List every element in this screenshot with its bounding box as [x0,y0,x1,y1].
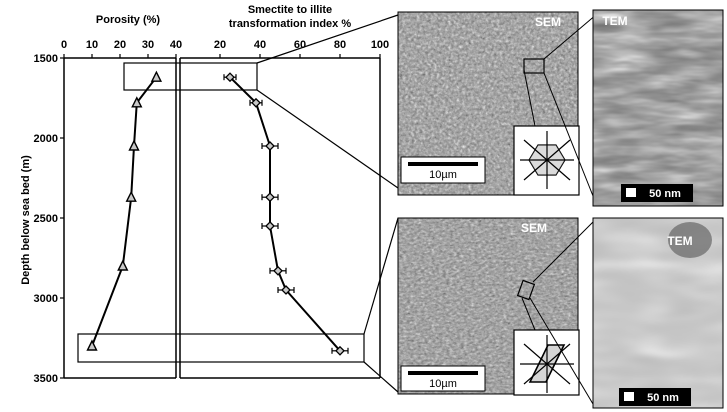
x-tick-label: 40 [254,39,266,51]
tem-bottom-scale-label: 50 nm [647,392,679,404]
top-leader-line-upper [256,14,399,64]
triangle-marker [128,139,140,151]
diamond-marker [265,192,275,203]
callouts [77,14,399,393]
sem-bottom-zoom-leader [521,297,536,331]
tem-bottom-scale-box [619,388,691,406]
porosity-series-line [91,76,158,347]
y-tick-label: 1500 [34,53,58,65]
tem-top-scale-bar [626,188,636,197]
diamond-marker [251,97,261,108]
inset-axis-line [523,343,571,385]
y-tick-label: 3000 [34,293,58,305]
y-tick-label: 3500 [34,373,58,385]
sem-top-zoom-box [523,58,545,74]
sem-bottom-scale-label: 10µm [429,378,457,390]
tem-image-bottom: TEM 50 nm [592,217,724,409]
x-tick-label: 60 [294,39,306,51]
diamond-marker [265,141,275,151]
smectite-title-line1: Smectite to illite [248,4,332,16]
x-tick-label: 10 [86,39,98,51]
smectite-series-line [229,76,341,352]
bottom-leader-line-upper [363,217,399,335]
x-tick-label: 80 [334,39,346,51]
triangle-marker [86,339,98,351]
triangle-marker [150,70,163,82]
tem-image-top: TEM 50 nm [592,9,724,207]
tem-bottom-label: TEM [667,234,692,248]
sem-top-scale-box [400,156,486,184]
sem-bottom-label: SEM [521,221,547,235]
diamond-marker [281,285,291,295]
inset-axis-line [523,139,571,181]
tem-top-label: TEM [602,14,627,28]
sem-bottom-zoom-box [516,279,536,301]
diamond-marker [265,221,275,231]
x-tick-label: 100 [371,39,389,51]
sem-top-scale-label: 10µm [429,169,457,181]
top-leader-line-lower [256,89,399,189]
smectite-title-line2: transformation index % [229,18,351,30]
sem-top-label: SEM [535,15,561,29]
depth-axis-label: Depth below sea bed (m) [20,155,32,285]
sem-image-top: SEM 10µm [397,11,598,207]
tem-top-scale-box [621,184,693,202]
bottom-leader-line-lower [363,361,399,393]
triangle-marker [125,190,137,202]
diamond-marker [225,72,235,83]
x-tick-label: 30 [142,39,154,51]
tem-dark-particle [668,222,712,258]
diamond-marker [335,345,345,356]
y-tick-label: 2500 [34,213,58,225]
sem-bottom-to-tem-leader [529,297,594,405]
x-tick-label: 40 [170,39,182,51]
sem-bottom-scale-box [400,365,486,392]
sem-bottom-to-tem-leader [532,221,594,283]
x-tick-label: 0 [61,39,67,51]
smectite-error-bars [223,74,349,354]
smectite-x-ticks: 20 40 60 80 100 [214,39,389,58]
x-tick-label: 20 [214,39,226,51]
sem-top-to-tem-leader [543,13,598,60]
y-tick-label: 2000 [34,133,58,145]
tem-bottom-scale-bar [624,392,634,401]
porosity-markers [86,70,163,351]
triangle-marker [131,96,143,108]
porosity-title: Porosity (%) [96,14,161,26]
porosity-y-ticks: 1500 2000 2500 3000 3500 [34,53,64,385]
sem-top-zoom-leader [523,69,536,127]
triangle-marker [117,259,129,271]
bottom-depth-highlight-box [77,333,365,363]
smectite-chart: Smectite to illite transformation index … [179,4,389,379]
porosity-x-ticks: 0 10 20 30 40 [61,39,182,58]
tem-top-scale-label: 50 nm [649,188,681,200]
top-depth-highlight-box [123,62,258,91]
porosity-chart: Porosity (%) 0 10 20 30 40 1500 2000 2500 3000 3… [20,14,182,385]
sem-image-bottom: SEM 10µm [397,217,594,405]
sem-top-to-tem-leader [543,72,598,207]
diamond-marker [273,265,283,276]
x-tick-label: 20 [114,39,126,51]
smectite-markers [225,72,345,356]
